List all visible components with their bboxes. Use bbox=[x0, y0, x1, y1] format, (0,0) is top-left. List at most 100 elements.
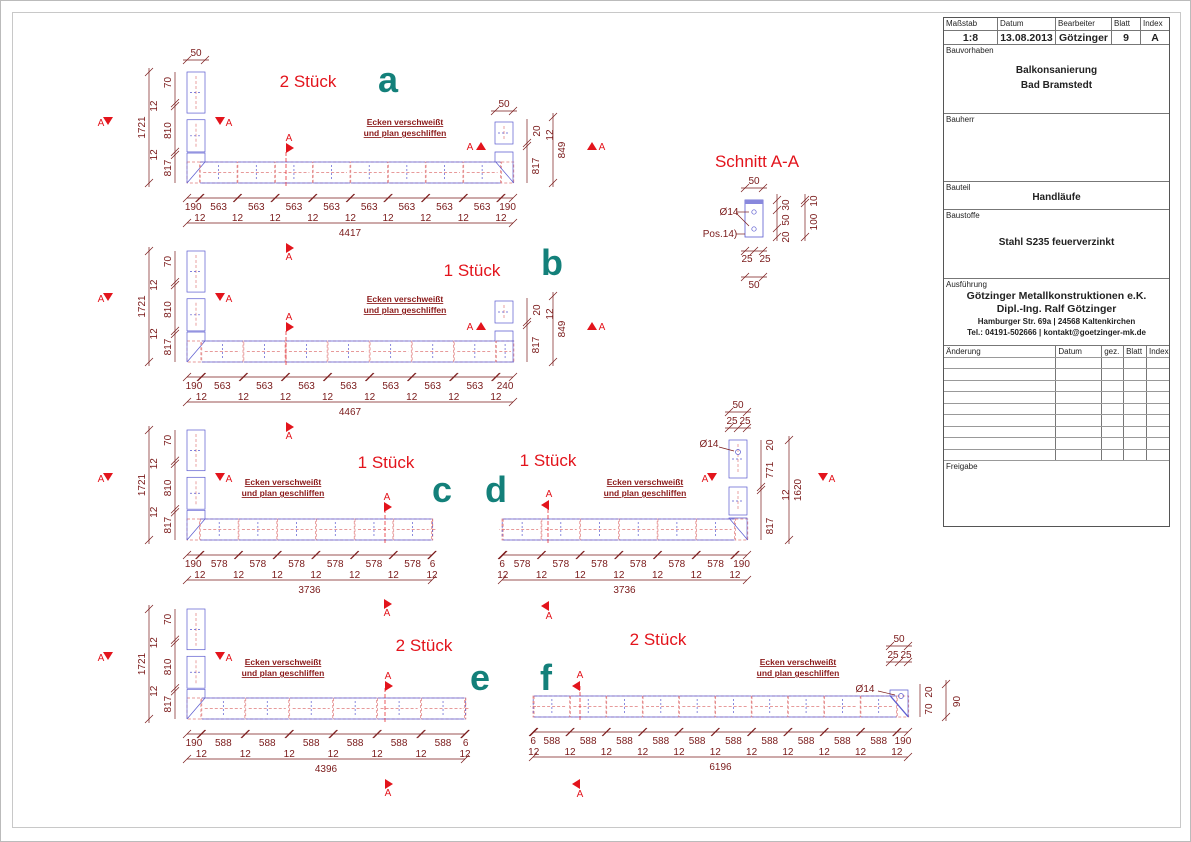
gap-length: 12 bbox=[382, 213, 394, 224]
profile-width: 50 bbox=[748, 176, 760, 187]
leader-line bbox=[736, 213, 750, 227]
gap-length: 12 bbox=[196, 749, 208, 760]
overall-height: 1721 bbox=[137, 295, 148, 318]
miter-line bbox=[889, 695, 909, 718]
section-arrow-icon bbox=[103, 117, 113, 125]
company-name: Götzinger Metallkonstruktionen e.K. bbox=[966, 290, 1147, 302]
dimension-tick bbox=[460, 729, 470, 739]
dimension-tick bbox=[170, 456, 180, 465]
dimension-tick bbox=[885, 657, 895, 667]
project-label: Bauvorhaben bbox=[946, 46, 994, 55]
section-label: A bbox=[467, 322, 474, 333]
dimension-tick bbox=[565, 727, 574, 737]
dimension-tick bbox=[182, 372, 192, 382]
vertical-gap: 12 bbox=[149, 506, 160, 518]
dimension-tick bbox=[373, 729, 382, 739]
dimension-tick bbox=[508, 397, 518, 407]
dimension-tick bbox=[144, 604, 154, 614]
dimension-tick bbox=[508, 372, 518, 382]
dimension-tick bbox=[144, 535, 154, 545]
dimension-tick bbox=[329, 729, 338, 739]
dimension-tick bbox=[182, 754, 192, 764]
dimension-tick bbox=[692, 550, 701, 560]
changes-cell bbox=[1147, 392, 1169, 403]
gap-length: 12 bbox=[240, 749, 252, 760]
dimension-tick bbox=[182, 193, 192, 203]
hole-diameter: Ø14 bbox=[720, 207, 739, 218]
gap-length: 12 bbox=[233, 570, 245, 581]
approval-label: Freigabe bbox=[946, 462, 978, 471]
vertical-segment bbox=[186, 298, 206, 332]
segment-length: 6 bbox=[530, 736, 536, 747]
weld-note: Ecken verschweißt bbox=[367, 294, 444, 304]
header-author: Bearbeiter bbox=[1056, 18, 1112, 30]
gap-length: 12 bbox=[364, 392, 376, 403]
dimension-tick bbox=[144, 357, 154, 367]
vertical-gap: 12 bbox=[149, 100, 160, 112]
dimension-tick bbox=[855, 727, 865, 737]
section-label: A bbox=[546, 489, 553, 500]
dimension-tick bbox=[308, 193, 317, 203]
section-arrow-icon bbox=[286, 243, 294, 253]
material-section: Baustoffe Stahl S235 feuerverzinkt bbox=[944, 210, 1169, 279]
dimension-tick bbox=[200, 55, 210, 65]
dimension-tick bbox=[239, 372, 249, 382]
bore-hole-icon bbox=[898, 693, 904, 699]
changes-cell bbox=[944, 392, 1057, 403]
hole-diameter: Ø14 bbox=[700, 439, 719, 450]
vertical-length: 810 bbox=[163, 122, 174, 139]
gap-length: 12 bbox=[196, 392, 208, 403]
half-width: 25 bbox=[741, 254, 753, 265]
half-width: 25 bbox=[759, 254, 771, 265]
segment-length: 563 bbox=[382, 381, 399, 392]
bore-hole-icon bbox=[735, 449, 741, 455]
dimension-tick bbox=[800, 198, 810, 208]
header-date: Datum bbox=[998, 18, 1056, 30]
gap-length: 12 bbox=[710, 747, 722, 758]
vertical-length: 20 bbox=[532, 304, 543, 316]
changes-cell bbox=[1102, 357, 1125, 368]
gap-length: 12 bbox=[345, 213, 357, 224]
section-arrow-icon bbox=[103, 293, 113, 301]
weld-note: und plan geschliffen bbox=[757, 668, 840, 678]
quantity-label: 1 Stück bbox=[444, 261, 501, 280]
dimension-tick bbox=[772, 232, 782, 242]
segment-length: 563 bbox=[210, 202, 227, 213]
segment-length: 6 bbox=[499, 559, 505, 570]
miter-line bbox=[186, 340, 206, 363]
vertical-gap: 12 bbox=[545, 308, 556, 320]
gap-length: 12 bbox=[575, 570, 587, 581]
vertical-segment bbox=[494, 300, 514, 324]
dimension-tick bbox=[384, 193, 393, 203]
dimension-tick bbox=[784, 535, 794, 545]
dimension-tick bbox=[652, 550, 662, 560]
vertical-gap: 12 bbox=[781, 489, 792, 501]
segment-length: 190 bbox=[186, 381, 203, 392]
dimension-tick bbox=[328, 729, 337, 739]
dimension-tick bbox=[800, 232, 810, 242]
dimension-tick bbox=[170, 635, 180, 644]
dimension-tick bbox=[740, 183, 750, 193]
section-arrow-icon bbox=[286, 422, 294, 432]
dimension-tick bbox=[285, 729, 294, 739]
leader-line bbox=[718, 446, 735, 452]
dimension-tick bbox=[783, 727, 792, 737]
segment-length: 563 bbox=[256, 381, 273, 392]
corner-segment bbox=[734, 518, 749, 541]
changes-cell bbox=[1056, 415, 1103, 426]
gap-length: 12 bbox=[746, 747, 758, 758]
dimension-tick bbox=[856, 727, 866, 737]
half-width: 25 bbox=[887, 650, 899, 661]
corner-vertical bbox=[187, 509, 206, 519]
dimension-tick bbox=[731, 550, 740, 560]
changes-cell bbox=[1124, 357, 1148, 368]
dimension-tick bbox=[758, 183, 768, 193]
dimension-tick bbox=[271, 193, 280, 203]
section-arrow-icon bbox=[384, 599, 392, 609]
segment-length: 588 bbox=[652, 736, 669, 747]
changes-cell bbox=[1102, 369, 1125, 380]
segment-length: 578 bbox=[669, 559, 686, 570]
gap-length: 12 bbox=[637, 747, 649, 758]
quantity-label: 1 Stück bbox=[358, 453, 415, 472]
dimension-tick bbox=[144, 246, 154, 256]
